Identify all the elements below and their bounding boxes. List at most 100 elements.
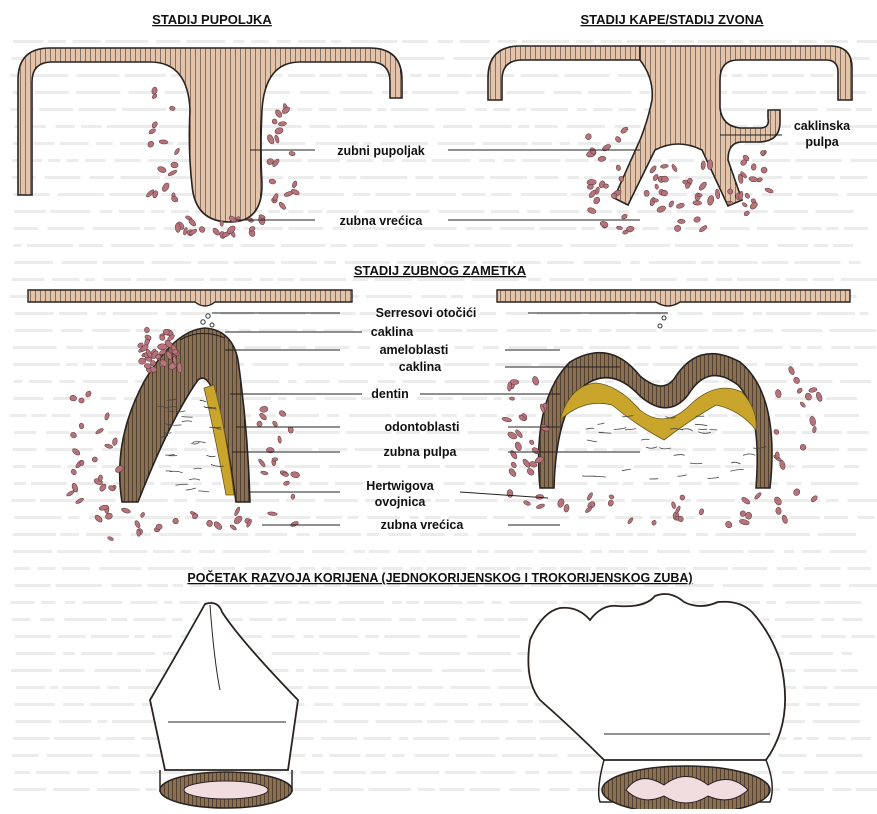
mesenchyme-cell <box>592 196 601 205</box>
mesenchyme-cell <box>701 161 706 170</box>
mesenchyme-cell <box>707 160 713 170</box>
mesenchyme-cell <box>502 416 513 422</box>
mesenchyme-cell <box>707 195 715 206</box>
mesenchyme-cell <box>206 520 212 527</box>
pulp-stroke <box>593 476 606 477</box>
heading-cap-stage: STADIJ KAPE/STADIJ ZVONA <box>581 12 765 27</box>
pulp-stroke <box>690 463 702 464</box>
mesenchyme-cell <box>121 507 131 514</box>
mesenchyme-cell <box>587 184 594 190</box>
mesenchyme-cell <box>281 106 291 115</box>
pulp-stroke <box>198 491 209 492</box>
mesenchyme-cell <box>796 387 803 394</box>
pulp-stroke <box>165 454 174 455</box>
mesenchyme-cell <box>198 226 206 234</box>
mesenchyme-cell <box>234 506 241 516</box>
pulp-stroke <box>678 475 687 477</box>
mesenchyme-cell <box>609 494 615 499</box>
label-dentin: dentin <box>371 387 409 401</box>
mesenchyme-cell <box>507 489 514 498</box>
label-hertwigova: Hertwigova <box>366 479 434 493</box>
mesenchyme-cell <box>508 467 518 477</box>
root-three-root-tooth <box>528 594 785 809</box>
mesenchyme-cell <box>715 189 720 199</box>
mesenchyme-cell <box>676 202 685 209</box>
mesenchyme-cell <box>749 201 759 210</box>
mesenchyme-cell <box>283 480 290 486</box>
pulp-stroke <box>206 455 215 456</box>
mesenchyme-cell <box>742 202 748 208</box>
mesenchyme-cell <box>291 180 297 188</box>
mesenchyme-cell <box>290 471 300 479</box>
mesenchyme-cell <box>775 507 781 515</box>
mesenchyme-cell <box>621 213 628 220</box>
pulp-stroke <box>182 421 192 422</box>
mesenchyme-cell <box>693 200 702 205</box>
mesenchyme-cell <box>741 496 751 505</box>
pulp-stroke <box>731 470 744 472</box>
mesenchyme-cell <box>289 151 296 157</box>
label-serresovi: Serresovi otočići <box>376 306 477 320</box>
mesenchyme-cell <box>69 395 77 402</box>
mesenchyme-cell <box>220 220 224 226</box>
mesenchyme-cell <box>85 390 93 398</box>
mesenchyme-cell <box>677 219 685 224</box>
mesenchyme-cell <box>775 452 780 459</box>
pulp-stroke <box>710 430 718 431</box>
mesenchyme-cell <box>536 503 545 509</box>
mesenchyme-cell <box>151 121 159 129</box>
mesenchyme-cell <box>107 536 114 542</box>
pulp-stroke <box>597 423 604 425</box>
mesenchyme-cell <box>260 470 268 475</box>
pulp-stroke <box>681 429 692 431</box>
pulp-stroke <box>587 440 597 442</box>
pulp-stroke <box>708 478 720 479</box>
mesenchyme-cell <box>290 520 299 527</box>
pulp-stroke <box>186 488 196 490</box>
label-pulpa: pulpa <box>805 135 839 149</box>
mesenchyme-cell <box>79 423 85 430</box>
heading-bud-stage: STADIJ PUPOLJKA <box>152 12 272 27</box>
heading-root-stage: POČETAK RAZVOJA KORIJENA (JEDNOKORIJENSK… <box>187 570 692 585</box>
mesenchyme-cell <box>277 436 281 444</box>
mesenchyme-cell <box>174 147 181 155</box>
mesenchyme-cell <box>652 198 658 202</box>
mesenchyme-cell <box>808 387 817 393</box>
mesenchyme-cell <box>259 406 268 413</box>
mesenchyme-cell <box>607 499 614 507</box>
label-caklina-1: caklina <box>371 325 414 339</box>
mesenchyme-cell <box>148 128 156 135</box>
mesenchyme-cell <box>104 412 110 420</box>
mesenchyme-cell <box>651 519 657 525</box>
mesenchyme-cell <box>751 163 756 170</box>
mesenchyme-cell <box>668 200 675 208</box>
pulp-stroke <box>625 429 636 430</box>
pulp-stroke <box>194 468 202 469</box>
pulp-stroke <box>200 400 207 402</box>
mesenchyme-cell <box>134 520 141 529</box>
mesenchyme-cell <box>144 327 149 333</box>
mesenchyme-cell <box>563 504 569 512</box>
mesenchyme-cell <box>291 494 295 500</box>
mesenchyme-cell <box>760 150 765 155</box>
mesenchyme-cell <box>671 164 678 173</box>
mesenchyme-cell <box>792 376 800 385</box>
mesenchyme-cell <box>267 511 277 516</box>
mesenchyme-cell <box>644 190 649 196</box>
mesenchyme-cell <box>654 184 659 190</box>
mesenchyme-cell <box>212 227 221 236</box>
mesenchyme-cell <box>678 516 683 522</box>
mesenchyme-cell <box>693 216 701 223</box>
mesenchyme-cell <box>278 201 287 210</box>
mesenchyme-cell <box>79 398 85 404</box>
mesenchyme-cell <box>775 389 782 398</box>
mesenchyme-cell <box>622 230 628 235</box>
mesenchyme-cell <box>674 225 681 232</box>
mesenchyme-cell <box>815 391 823 402</box>
root-single-tooth <box>150 603 298 808</box>
mesenchyme-cell <box>169 106 175 111</box>
heading-germ-stage: STADIJ ZUBNOG ZAMETKA <box>354 263 527 278</box>
pulp-stroke <box>586 428 594 429</box>
mesenchyme-cell <box>70 468 77 476</box>
pulp-stroke <box>191 442 199 444</box>
